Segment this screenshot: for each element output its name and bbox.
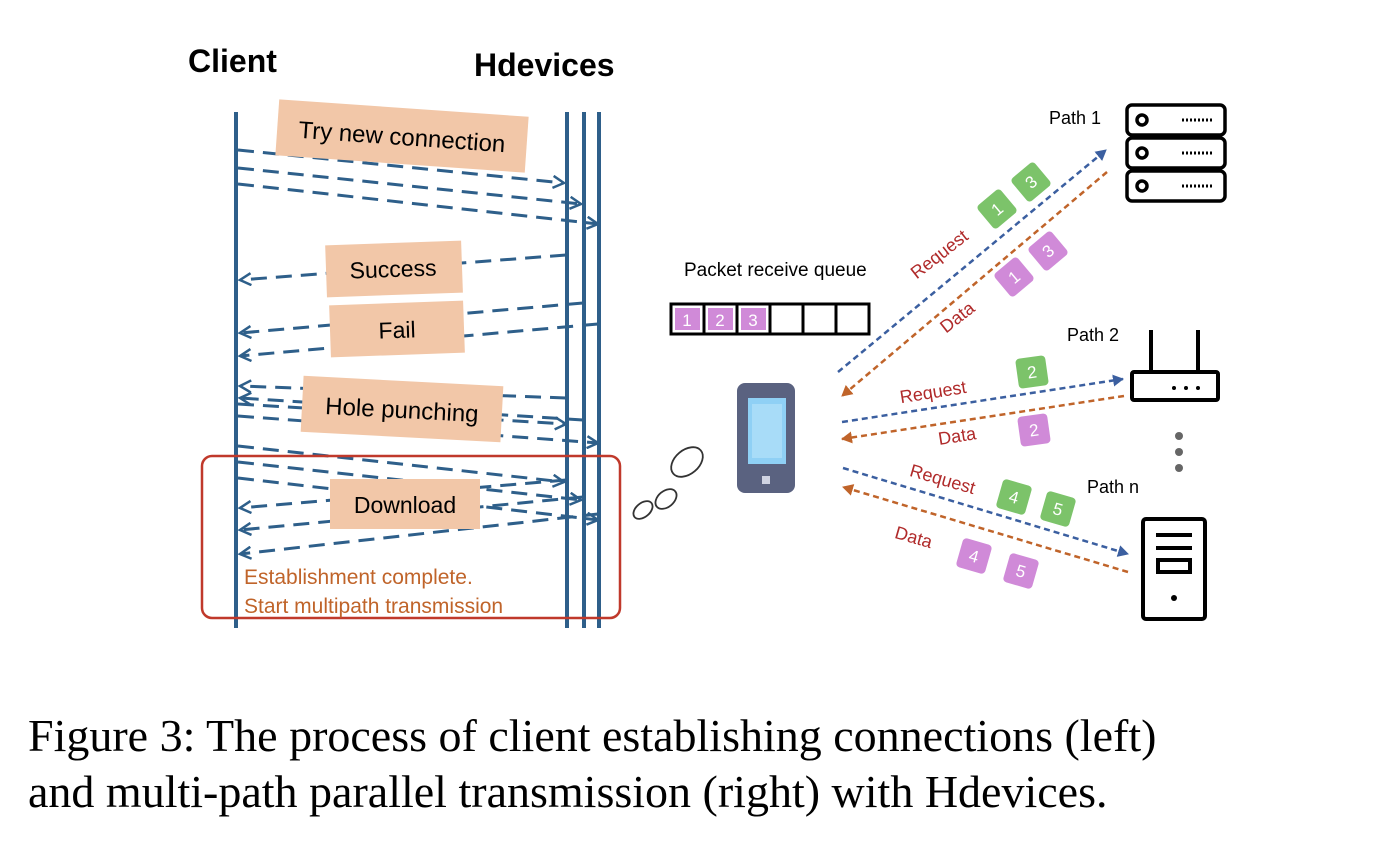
packet-label: 2 [1026, 362, 1038, 382]
step-box [275, 99, 529, 173]
path-2-data-arrow [841, 394, 1125, 444]
step-box [300, 375, 504, 443]
step-label: Download [354, 492, 456, 518]
more-paths-dots [1175, 432, 1183, 472]
packet-green: 3 [1011, 162, 1051, 202]
packet-receive-queue: 1 2 3 [669, 302, 871, 336]
queue-packet-label: 3 [748, 311, 757, 330]
caption-line-1: Figure 3: The process of client establis… [28, 710, 1157, 761]
establishment-text-line2: Start multipath transmission [244, 595, 503, 618]
smartphone-icon [737, 383, 795, 493]
download-arrow-2 [237, 460, 581, 500]
step-box [325, 240, 463, 298]
try-arrow-2 [237, 166, 581, 204]
download-arrow-6 [240, 512, 599, 554]
packet-purple: 1 [994, 257, 1034, 297]
queue-packet-label: 2 [715, 311, 724, 330]
path-n-data-label: Data [893, 522, 936, 552]
packet-purple: 5 [1003, 553, 1039, 589]
step-box [330, 479, 480, 529]
queue-slot [834, 302, 871, 336]
path-2-data-label: Data [937, 423, 979, 449]
packet-purple: 4 [956, 538, 992, 574]
figure-caption: Figure 3: The process of client establis… [28, 708, 1378, 820]
packet-green: 2 [1015, 355, 1049, 389]
queue-slot [768, 302, 805, 336]
queue-packet-fill [675, 308, 700, 330]
path-2-request-label: Request [898, 377, 967, 407]
queue-packet-label: 1 [682, 311, 691, 330]
queue-packet-fill [708, 308, 733, 330]
try-arrow-3 [237, 182, 598, 224]
caption-line-2: and multi-path parallel transmission (ri… [28, 766, 1108, 817]
hdevices-label: Hdevices [474, 47, 615, 83]
establishment-box [200, 454, 622, 620]
fail-arrow-1 [240, 301, 584, 333]
packet-green: 5 [1040, 491, 1076, 527]
thought-bubble-icon [632, 446, 704, 520]
path-n-label: Path n [1087, 477, 1139, 497]
path-1-data-label: Data [936, 297, 979, 337]
packet-green: 1 [977, 189, 1017, 229]
path-1-request-arrow [837, 149, 1107, 373]
step-fail: Fail [329, 300, 465, 358]
path-1-label: Path 1 [1049, 108, 1101, 128]
step-box [329, 300, 465, 358]
step-success: Success [325, 240, 463, 298]
step-hole-punching: Hole punching [300, 375, 504, 443]
packet-purple: 3 [1028, 231, 1068, 271]
path-1-request-label: Request [907, 226, 972, 283]
download-arrow-1 [237, 444, 564, 482]
path-n-request-label: Request [908, 460, 978, 498]
step-label: Fail [378, 316, 416, 343]
queue-slot [801, 302, 838, 336]
queue-label: Packet receive queue [684, 260, 867, 281]
client-label: Client [188, 43, 277, 79]
packet-purple: 2 [1017, 413, 1051, 447]
server-rack-icon [1125, 103, 1227, 203]
download-arrow-5 [240, 495, 584, 530]
step-download: Download [330, 479, 480, 529]
path-1-data-arrow [841, 171, 1108, 397]
path-2-label: Path 2 [1067, 325, 1119, 345]
step-try-new-connection: Try new connection [275, 99, 529, 173]
path-2-request-arrow [841, 374, 1124, 424]
establishment-text-line1: Establishment complete. [244, 566, 473, 589]
step-label: Success [349, 254, 437, 283]
desktop-tower-icon [1141, 517, 1207, 621]
path-n-request-arrow [842, 466, 1129, 557]
hole-arrow-2 [240, 398, 584, 422]
router-icon [1130, 330, 1220, 402]
packet-label: 2 [1028, 420, 1040, 440]
packet-green: 4 [996, 479, 1032, 515]
queue-packet-fill [741, 308, 766, 330]
